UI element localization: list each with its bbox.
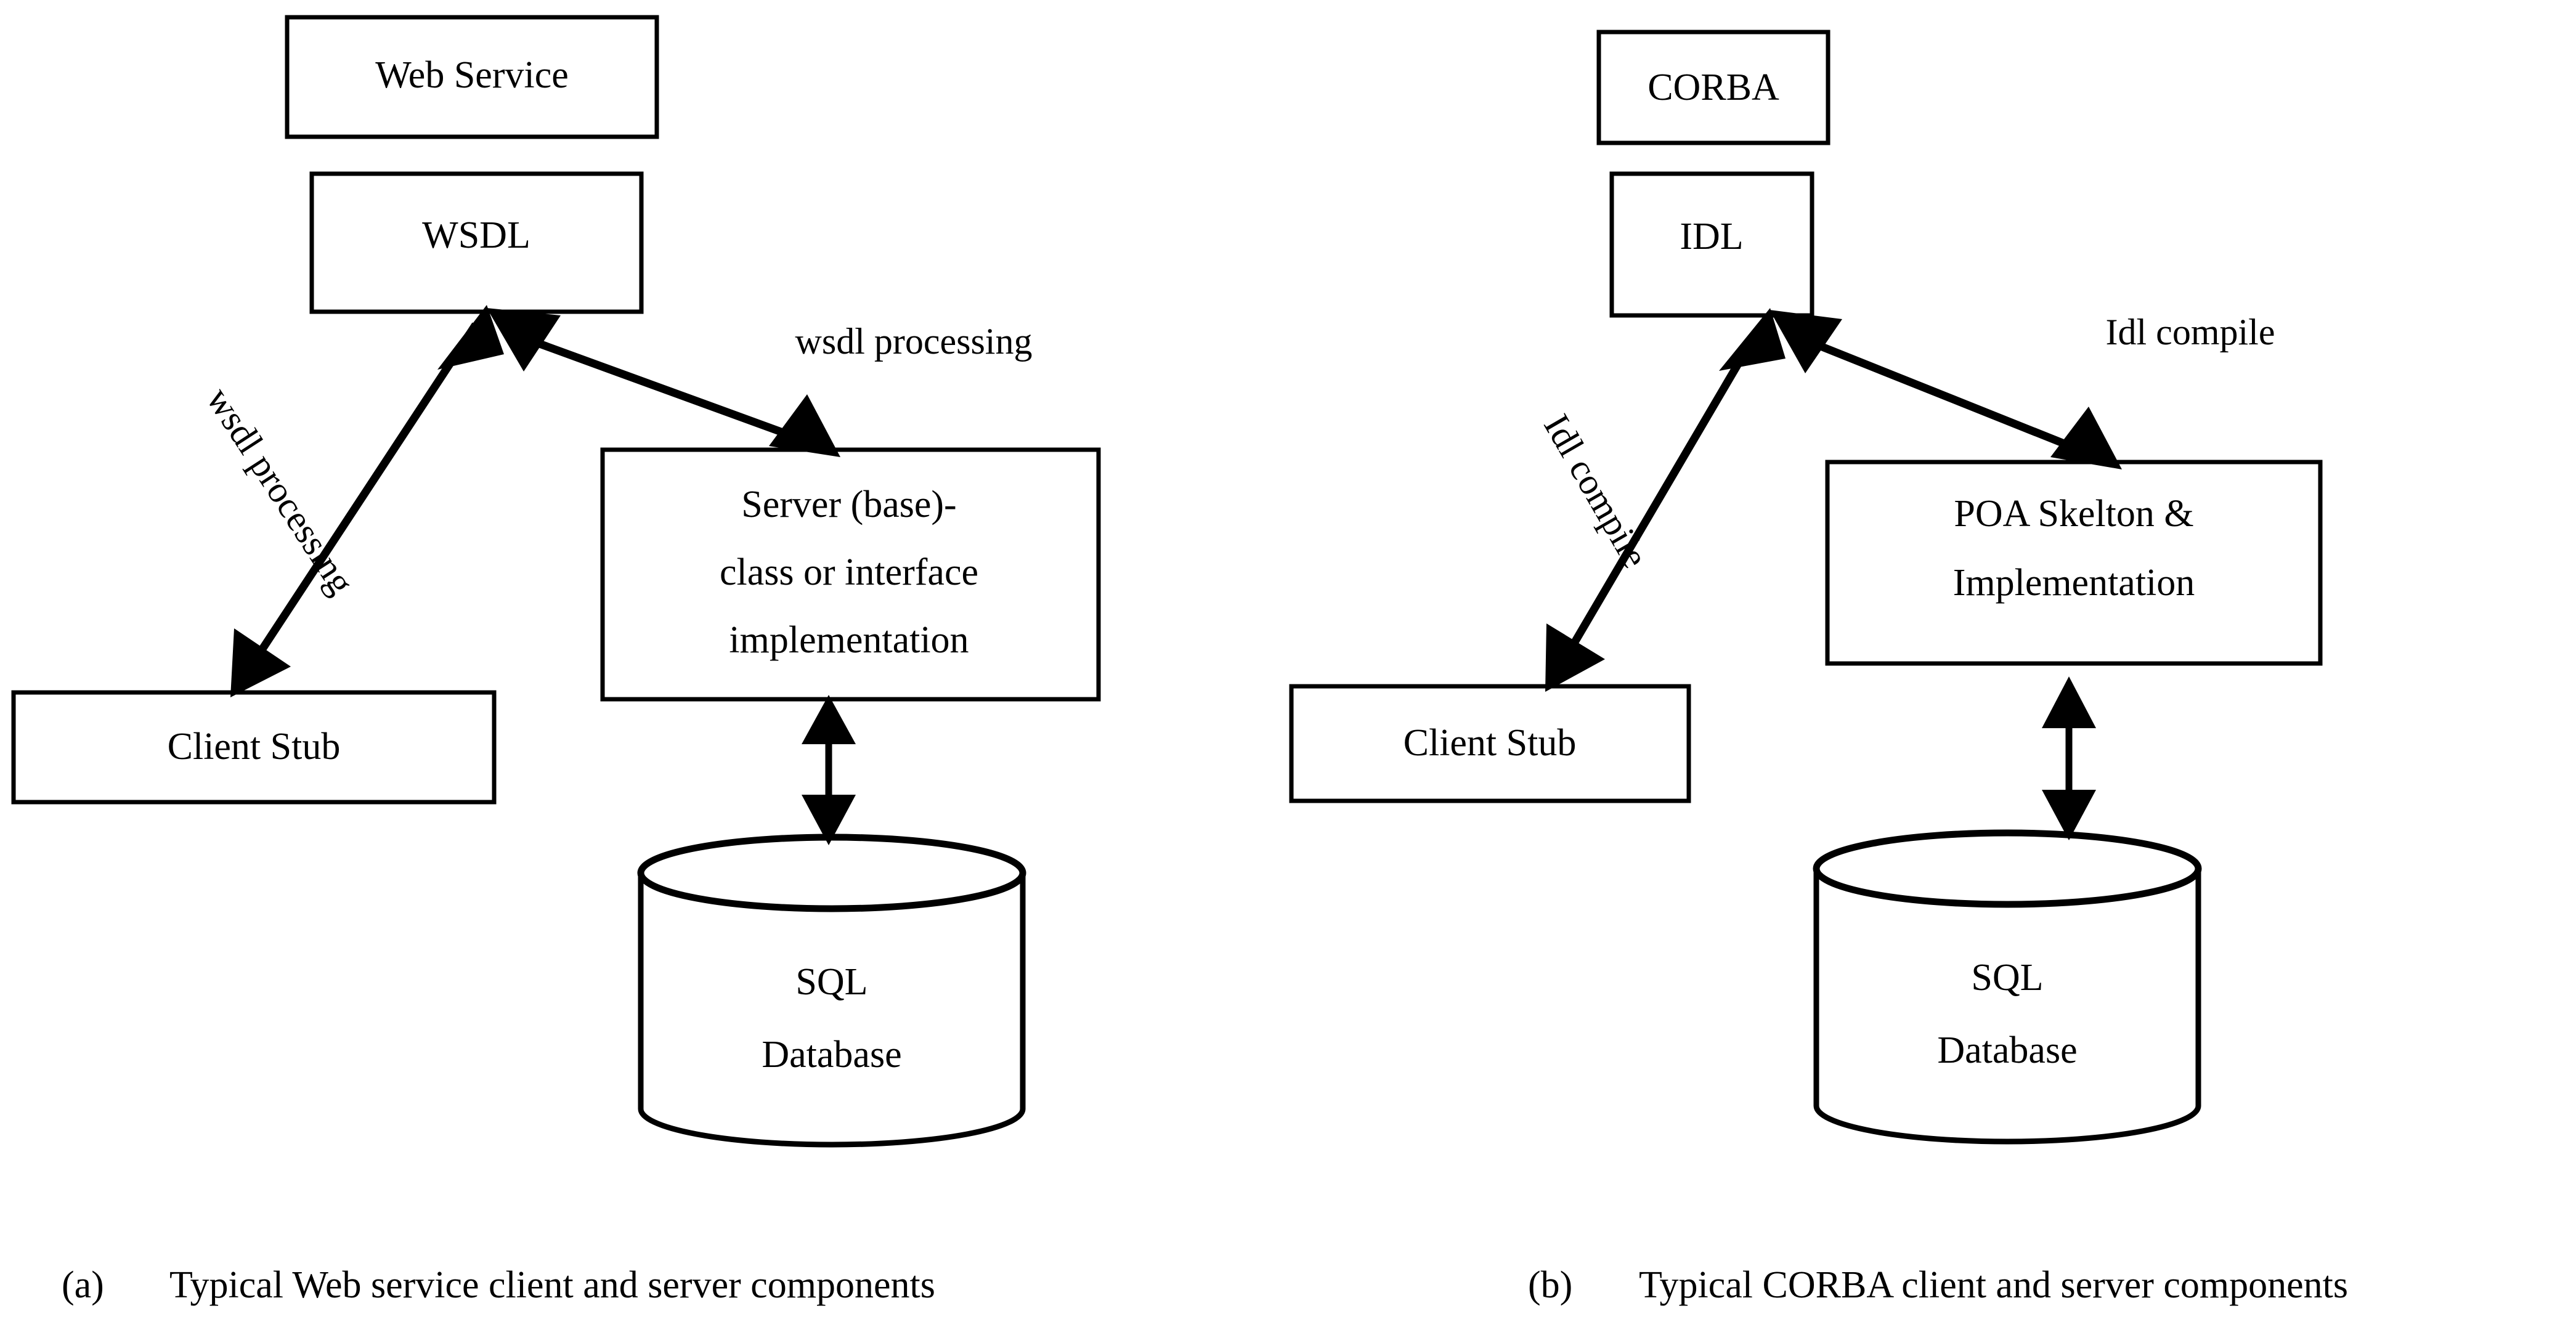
wsdl-label: WSDL <box>422 214 530 256</box>
caption-b: (b) Typical CORBA client and server comp… <box>1528 1264 2348 1306</box>
sql-database-cylinder-body-a[interactable] <box>638 870 1026 1148</box>
edge-idl-to-client-stub: Idl compile <box>1536 308 1786 692</box>
edge-wsdl-client-arrowhead-down <box>230 628 291 697</box>
edge-server-database-arrowhead-down-a <box>802 795 856 845</box>
edge-idl-poa-arrowhead-down <box>2050 407 2122 469</box>
sql-database-label-line-2-a: Database <box>762 1034 901 1076</box>
edge-wsdl-to-client-stub: wsdl processing <box>199 305 504 697</box>
edge-idl-client-line <box>1552 326 1763 677</box>
server-label-line-2: class or interface <box>720 551 978 593</box>
node-server-implementation[interactable]: Server (base)- class or interface implem… <box>600 447 1101 702</box>
edge-idl-to-poa-skelton: Idl compile <box>1769 310 2275 469</box>
client-stub-label-a: Client Stub <box>168 726 341 768</box>
client-stub-label-b: Client Stub <box>1404 722 1577 764</box>
node-poa-skelton[interactable]: POA Skelton & Implementation <box>1825 460 2323 666</box>
sql-database-label-line-1-b: SQL <box>1971 957 2043 999</box>
panel-b: CORBA IDL Client Stub POA Skelton & Impl… <box>1289 30 2323 1145</box>
caption-b-marker: (b) <box>1528 1264 1572 1306</box>
wsdl-box[interactable] <box>309 171 644 314</box>
node-web-service[interactable]: Web Service <box>285 15 659 139</box>
edge-label-wsdl-processing-left: wsdl processing <box>199 380 362 601</box>
node-client-stub-b[interactable]: Client Stub <box>1289 684 1691 803</box>
server-box[interactable] <box>600 447 1101 702</box>
sql-database-label-line-2-b: Database <box>1937 1029 2077 1071</box>
edge-poa-to-database-b <box>2042 676 2096 840</box>
edge-label-idl-compile-right: Idl compile <box>2106 312 2275 352</box>
edge-server-to-database-a <box>802 695 856 845</box>
poa-skelton-label-line-2: Implementation <box>1953 562 2195 604</box>
edge-label-idl-compile-left: Idl compile <box>1536 407 1656 574</box>
node-sql-database-b[interactable]: SQL Database <box>1813 829 2202 1145</box>
web-service-box[interactable] <box>285 15 659 139</box>
node-client-stub-a[interactable]: Client Stub <box>11 690 497 805</box>
idl-box[interactable] <box>1609 171 1814 318</box>
node-corba[interactable]: CORBA <box>1596 30 1830 145</box>
edge-wsdl-server-arrowhead-up <box>487 308 561 371</box>
edge-idl-client-arrowhead-down <box>1545 623 1605 692</box>
node-wsdl[interactable]: WSDL <box>309 171 644 314</box>
poa-skelton-box[interactable] <box>1825 460 2323 666</box>
poa-skelton-label-line-1: POA Skelton & <box>1954 493 2193 535</box>
edge-idl-poa-line <box>1797 333 2097 460</box>
caption-a-marker: (a) <box>62 1264 104 1306</box>
sql-database-label-line-1-a: SQL <box>795 961 867 1003</box>
server-label-line-1: Server (base)- <box>741 484 956 525</box>
node-idl[interactable]: IDL <box>1609 171 1814 318</box>
edge-wsdl-to-server: wsdl processing <box>487 308 1032 457</box>
client-stub-box-b[interactable] <box>1289 684 1691 803</box>
client-stub-box-a[interactable] <box>11 690 497 805</box>
edge-label-wsdl-processing-right: wsdl processing <box>795 321 1033 362</box>
idl-label: IDL <box>1680 216 1743 258</box>
edge-poa-database-arrowhead-down-b <box>2042 790 2096 840</box>
edge-wsdl-client-arrowhead-up <box>437 305 504 370</box>
caption-a: (a) Typical Web service client and serve… <box>62 1264 935 1306</box>
edge-idl-client-arrowhead-up <box>1719 308 1786 371</box>
panel-a: Web Service WSDL Client Stub Server (bas… <box>11 15 1101 1148</box>
caption-a-text: Typical Web service client and server co… <box>169 1264 935 1306</box>
edge-server-database-arrowhead-up-a <box>802 695 856 744</box>
sql-database-cylinder-body-b[interactable] <box>1813 866 2201 1145</box>
edge-idl-poa-arrowhead-up <box>1769 310 1842 373</box>
caption-b-text: Typical CORBA client and server componen… <box>1639 1264 2348 1306</box>
sql-database-cylinder-top-b <box>1813 829 2202 908</box>
web-service-label: Web Service <box>375 54 568 96</box>
server-label-line-3: implementation <box>729 619 969 661</box>
corba-label: CORBA <box>1648 67 1779 108</box>
edge-poa-database-arrowhead-up-b <box>2042 676 2096 728</box>
edge-wsdl-client-line <box>238 322 479 683</box>
sql-database-cylinder-top-a <box>637 834 1026 912</box>
edge-wsdl-server-line <box>516 331 815 448</box>
edge-wsdl-server-arrowhead-down <box>769 394 840 457</box>
node-sql-database-a[interactable]: SQL Database <box>637 834 1026 1148</box>
corba-box[interactable] <box>1596 30 1830 145</box>
